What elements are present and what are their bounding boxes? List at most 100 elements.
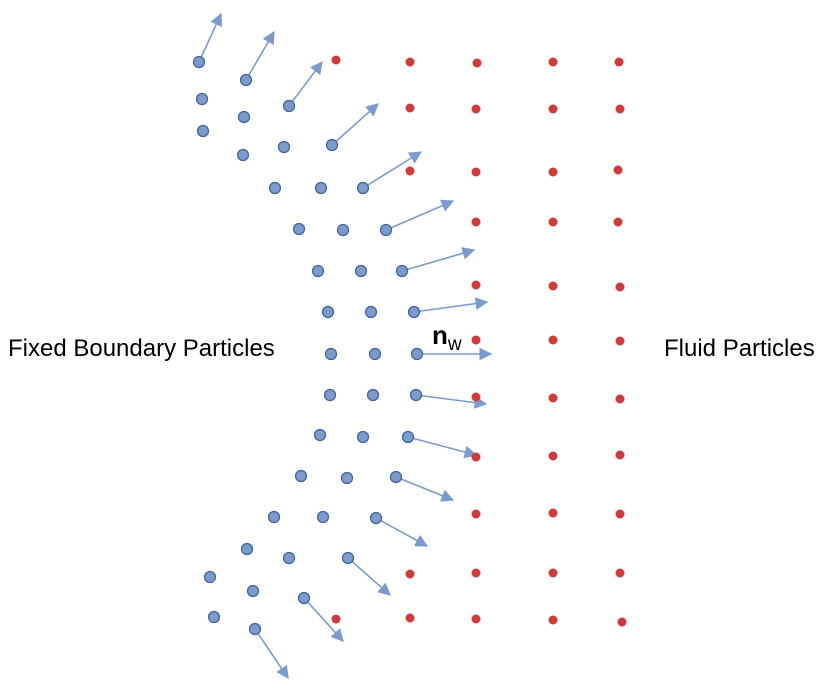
boundary-particle [248, 622, 262, 636]
fluid-particle [615, 450, 625, 460]
fluid-particle [615, 394, 625, 404]
boundary-particle [325, 138, 339, 152]
fluid-particle [471, 509, 481, 519]
fluid-particle [548, 615, 558, 625]
fluid-particle [548, 217, 558, 227]
normal-vector-arrow-icon [331, 103, 379, 146]
normal-vector-arrow-icon [415, 394, 488, 409]
fluid-particle [471, 280, 481, 290]
boundary-particle [369, 511, 383, 525]
fluid-particle [471, 167, 481, 177]
fluid-particle [472, 58, 482, 68]
boundary-particle [282, 99, 296, 113]
fluid-particles [331, 55, 627, 627]
fluid-particle [613, 217, 623, 227]
boundary-particle [356, 181, 370, 195]
boundary-particle [379, 223, 393, 237]
boundary-particle [401, 430, 415, 444]
fluid-particle [613, 165, 623, 175]
normal-vector-label: nw [432, 320, 462, 355]
fluid-particle [471, 217, 481, 227]
boundary-particle [294, 469, 308, 483]
fluid-particle [548, 508, 558, 518]
fluid-particle [405, 57, 415, 67]
fluid-particle [615, 509, 625, 519]
wall-normal-vectors [198, 12, 493, 680]
fluid-particle [405, 166, 415, 176]
boundary-particle [324, 347, 338, 361]
fluid-particle [405, 569, 415, 579]
boundary-particle [410, 347, 424, 361]
boundary-particle [364, 305, 378, 319]
fluid-particle [548, 281, 558, 291]
normal-symbol: n [432, 320, 448, 350]
boundary-particle [313, 428, 327, 442]
boundary-particle [354, 264, 368, 278]
boundary-particle [366, 388, 380, 402]
fluid-particle [471, 568, 481, 578]
fluid-particle [548, 451, 558, 461]
boundary-particle [323, 388, 337, 402]
boundary-particle [297, 591, 311, 605]
normal-vector-arrow-icon [347, 557, 391, 596]
boundary-particle [340, 471, 354, 485]
fluid-particle [615, 568, 625, 578]
normal-vector-arrow-icon [198, 12, 223, 63]
fluid-particle [331, 614, 341, 624]
boundary-particle [277, 140, 291, 154]
boundary-particle [192, 55, 206, 69]
normal-vector-arrow-icon [303, 597, 344, 642]
fluid-particle [548, 568, 558, 578]
fluid-particle [405, 103, 415, 113]
boundary-particle [407, 305, 421, 319]
boundary-particle [207, 610, 221, 624]
fluid-particle [471, 392, 481, 402]
boundary-particle [196, 124, 210, 138]
fluid-particle [615, 336, 625, 346]
boundary-particle [336, 223, 350, 237]
boundary-particle [236, 148, 250, 162]
boundary-particle [268, 181, 282, 195]
boundary-particle [282, 551, 296, 565]
boundary-particle [239, 73, 253, 87]
boundary-particle [389, 470, 403, 484]
boundary-particle [341, 551, 355, 565]
fluid-particle [471, 452, 481, 462]
normal-vector-arrow-icon [375, 517, 429, 547]
fluid-particle [615, 104, 625, 114]
normal-vector-arrow-icon [395, 476, 455, 502]
boundary-particle [292, 222, 306, 236]
fluid-particle [614, 57, 624, 67]
fluid-particle [405, 613, 415, 623]
boundary-particle [316, 510, 330, 524]
normal-subscript: w [447, 334, 462, 355]
fluid-particle [548, 57, 558, 67]
normal-vector-arrow-icon [245, 30, 275, 81]
fluid-particle [617, 617, 627, 627]
boundary-particle [237, 110, 251, 124]
normal-vector-arrow-icon [385, 199, 455, 231]
boundary-label: Fixed Boundary Particles [8, 335, 275, 362]
fluid-particle [548, 393, 558, 403]
fluid-particle [331, 55, 341, 65]
fluid-particle [548, 167, 558, 177]
boundary-particle [267, 510, 281, 524]
boundary-particle [356, 430, 370, 444]
fluid-particle [548, 335, 558, 345]
boundary-particle [195, 92, 209, 106]
fluid-particle [615, 282, 625, 292]
boundary-particle [314, 181, 328, 195]
fluid-particle [471, 335, 481, 345]
normal-vector-arrow-icon [401, 247, 476, 272]
fluid-particle [548, 104, 558, 114]
fluid-particle [471, 104, 481, 114]
fixed-boundary-particles [192, 55, 424, 636]
fluid-label: Fluid Particles [664, 335, 815, 362]
boundary-particle [240, 542, 254, 556]
boundary-particle [395, 264, 409, 278]
normal-vector-arrow-icon [413, 297, 489, 313]
fluid-particle [471, 614, 481, 624]
normal-vector-arrow-icon [254, 628, 289, 680]
boundary-particle [368, 347, 382, 361]
